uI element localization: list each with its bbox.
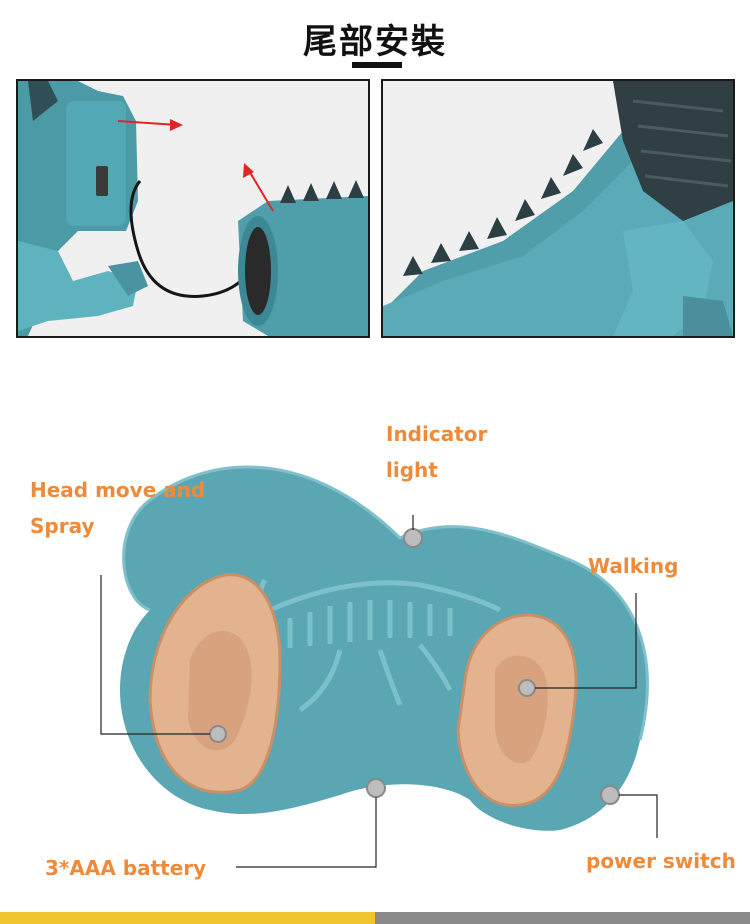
bottom-accent-bar [0,912,375,924]
power-switch-point [600,785,620,805]
remote-controller-diagram [100,465,658,868]
head-move-label: Head move and [30,478,206,502]
tail-connection-photo [16,79,370,338]
indicator-label: Indicator [386,422,488,446]
tail-installed-photo [381,79,735,338]
walking-label: Walking [588,554,679,578]
title-underline [352,62,402,68]
battery-point [366,778,386,798]
section-title: 尾部安裝 [303,22,447,62]
head-move-label-line2: Spray [30,514,95,538]
battery-label: 3*AAA battery [45,856,207,880]
bottom-gray-bar [375,912,750,924]
skeleton-relief [258,578,502,713]
power-switch-label: power switch [586,849,736,873]
indicator-label-line2: light [386,458,438,482]
indicator-light-point [403,528,423,548]
